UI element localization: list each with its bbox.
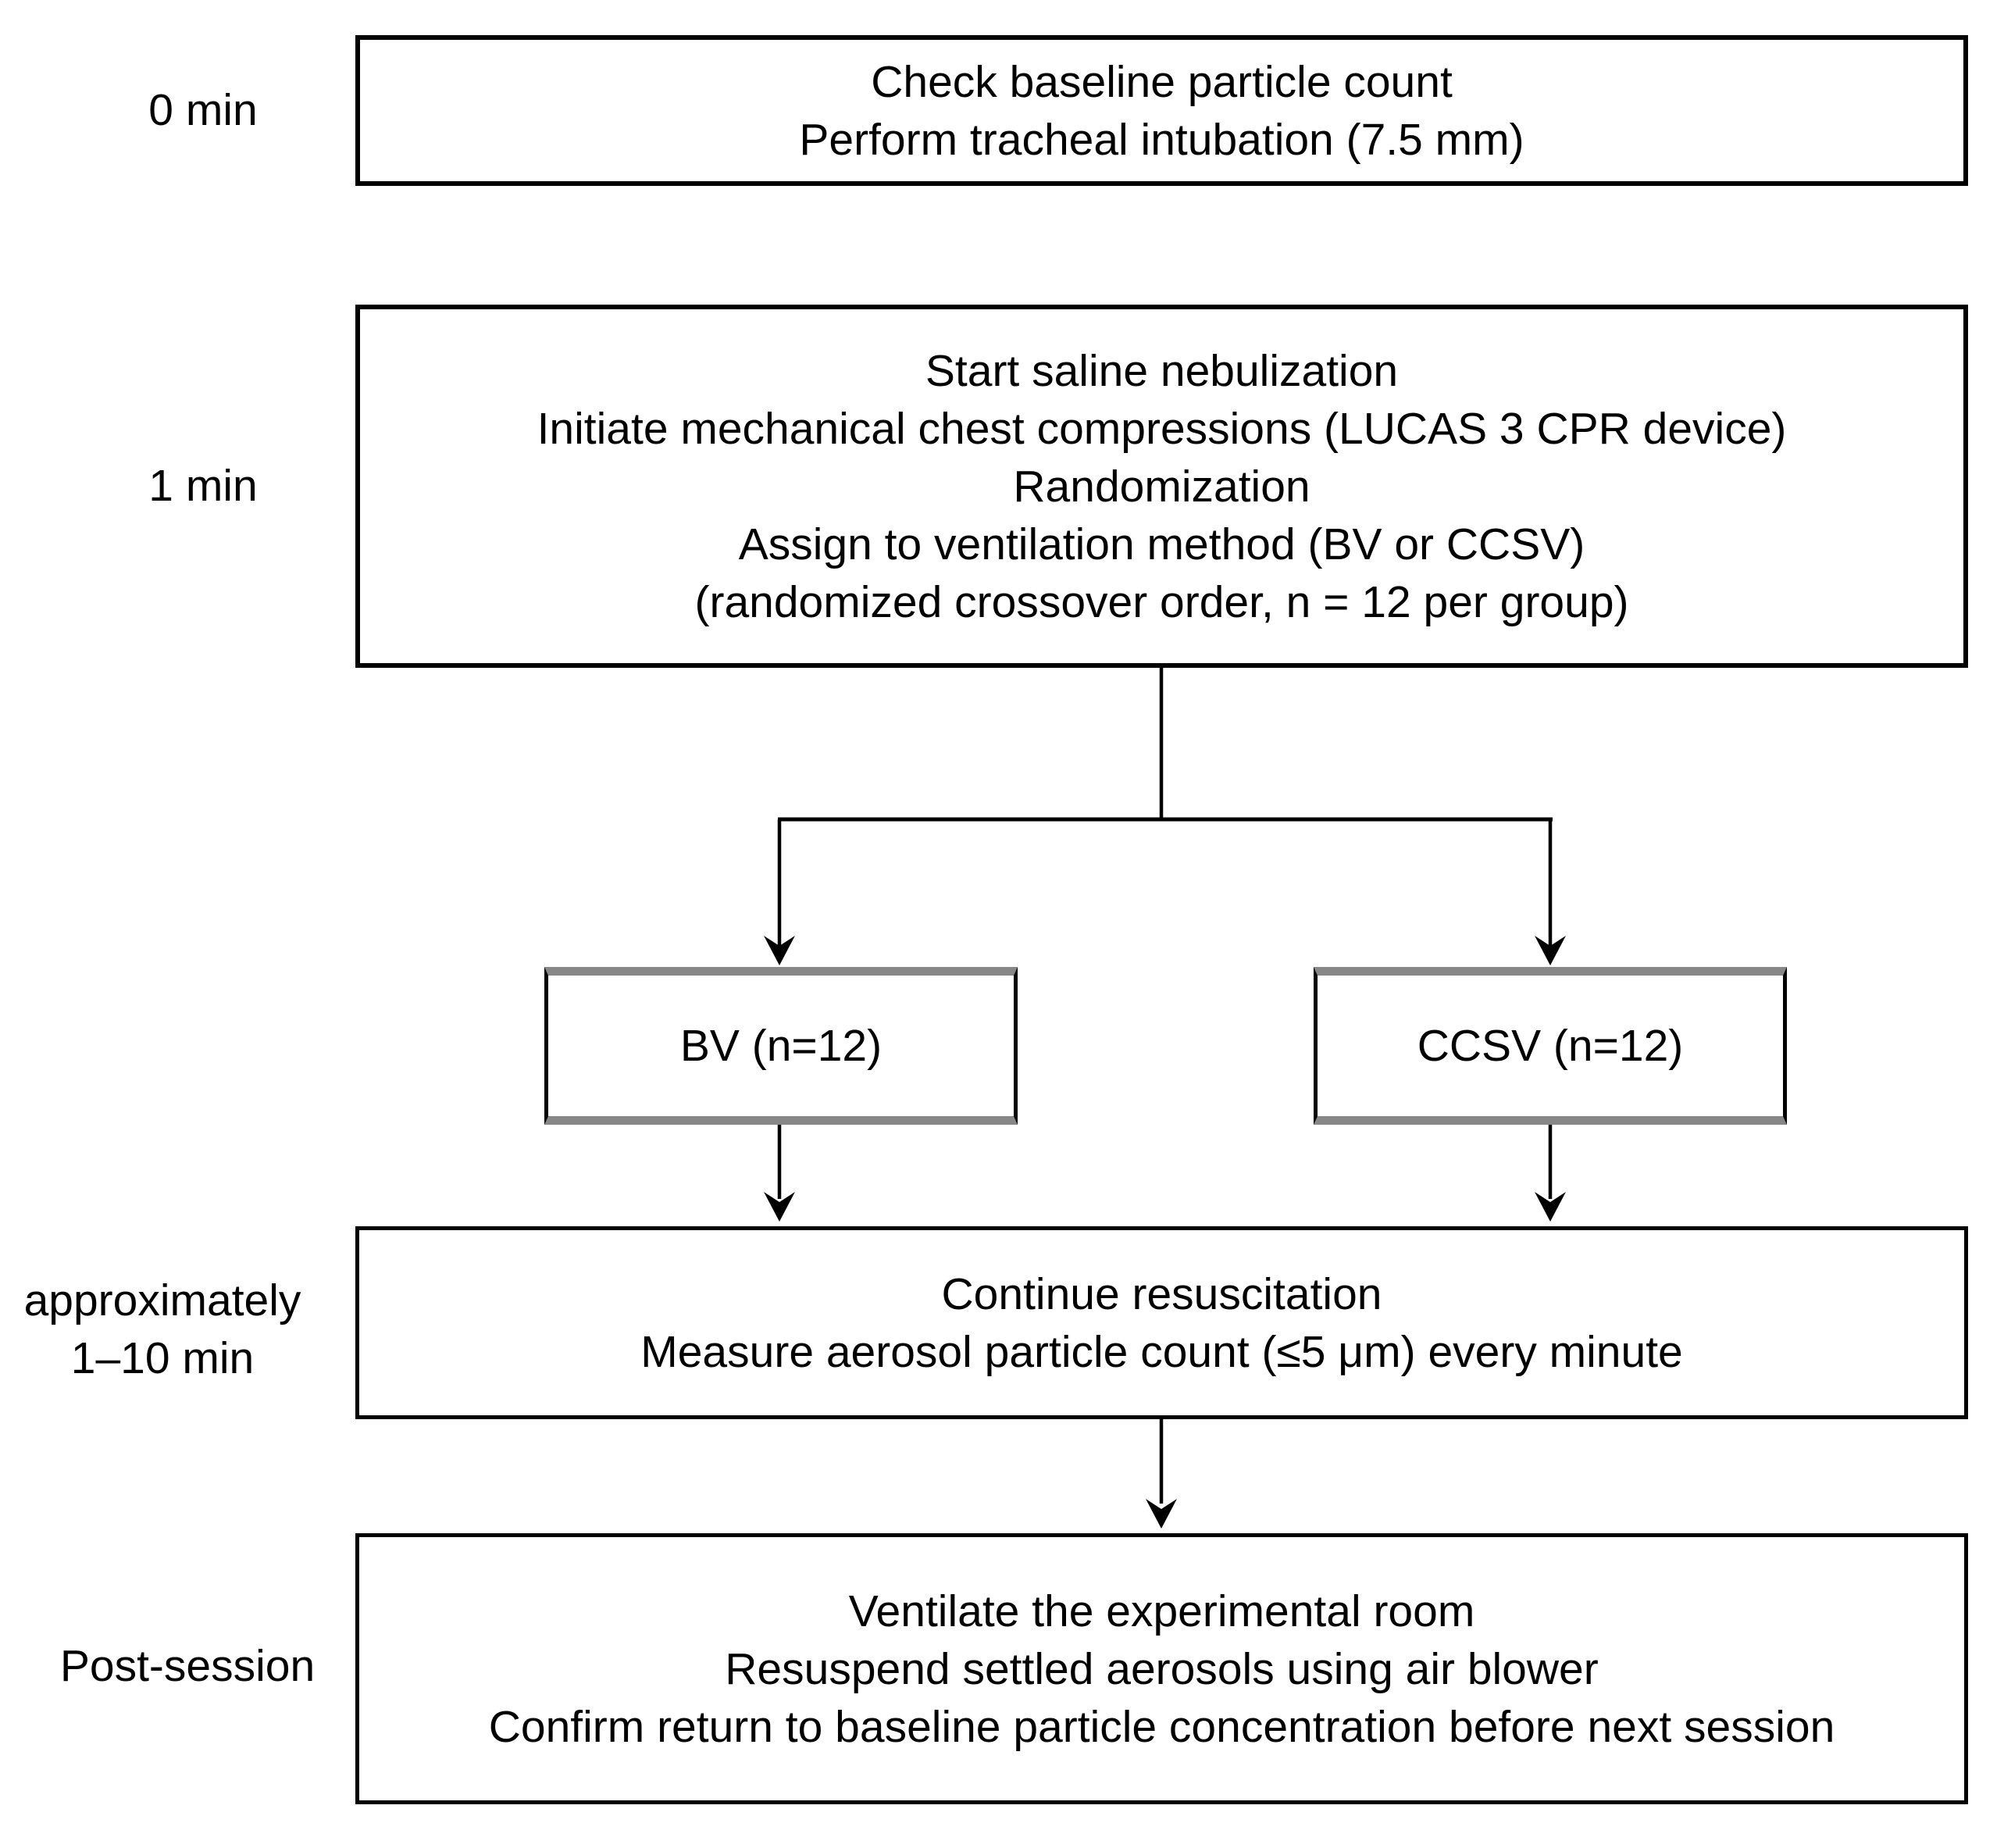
timeline-label-0min: 0 min bbox=[148, 85, 258, 135]
group-box-bv: BV (n=12) bbox=[544, 967, 1018, 1125]
timeline-label-1-10min-line2: 1–10 min bbox=[70, 1333, 255, 1383]
step-baseline-line1: Check baseline particle count bbox=[871, 56, 1453, 107]
step-post-line3: Confirm return to baseline particle conc… bbox=[488, 1701, 1835, 1752]
step-box-post-session: Ventilate the experimental room Resuspen… bbox=[355, 1533, 1968, 1804]
step-setup-line3: Randomization bbox=[1013, 461, 1310, 512]
step-setup-line4: Assign to ventilation method (BV or CCSV… bbox=[738, 519, 1585, 569]
step-setup-line2: Initiate mechanical chest compressions (… bbox=[537, 403, 1787, 454]
arrowhead-down-icon bbox=[1146, 1499, 1177, 1529]
timeline-label-1min: 1 min bbox=[148, 461, 258, 511]
group-box-ccsv: CCSV (n=12) bbox=[1314, 967, 1787, 1125]
step-box-setup-randomization: Start saline nebulization Initiate mecha… bbox=[355, 305, 1968, 668]
step-setup-line1: Start saline nebulization bbox=[925, 345, 1399, 396]
timeline-label-1-10min-line1: approximately bbox=[23, 1275, 301, 1325]
step-resuscitation-line2: Measure aerosol particle count (≤5 μm) e… bbox=[640, 1326, 1683, 1377]
step-post-line1: Ventilate the experimental room bbox=[848, 1586, 1475, 1636]
timeline-label-1-10min: approximately 1–10 min bbox=[6, 1272, 319, 1387]
arrowhead-down-icon bbox=[1535, 1192, 1566, 1222]
step-baseline-line2: Perform tracheal intubation (7.5 mm) bbox=[799, 114, 1524, 165]
step-box-baseline: Check baseline particle count Perform tr… bbox=[355, 35, 1968, 186]
arrowhead-down-icon bbox=[764, 1192, 795, 1222]
step-resuscitation-line1: Continue resuscitation bbox=[941, 1268, 1382, 1319]
step-post-line2: Resuspend settled aerosols using air blo… bbox=[725, 1643, 1599, 1694]
arrowhead-down-icon bbox=[764, 936, 795, 965]
arrowhead-down-icon bbox=[1535, 936, 1566, 965]
timeline-label-post-session: Post-session bbox=[59, 1641, 316, 1691]
step-setup-line5: (randomized crossover order, n = 12 per … bbox=[694, 576, 1629, 627]
step-box-resuscitation: Continue resuscitation Measure aerosol p… bbox=[355, 1226, 1968, 1419]
group-bv-label: BV (n=12) bbox=[679, 1021, 883, 1071]
group-ccsv-label: CCSV (n=12) bbox=[1417, 1021, 1684, 1071]
